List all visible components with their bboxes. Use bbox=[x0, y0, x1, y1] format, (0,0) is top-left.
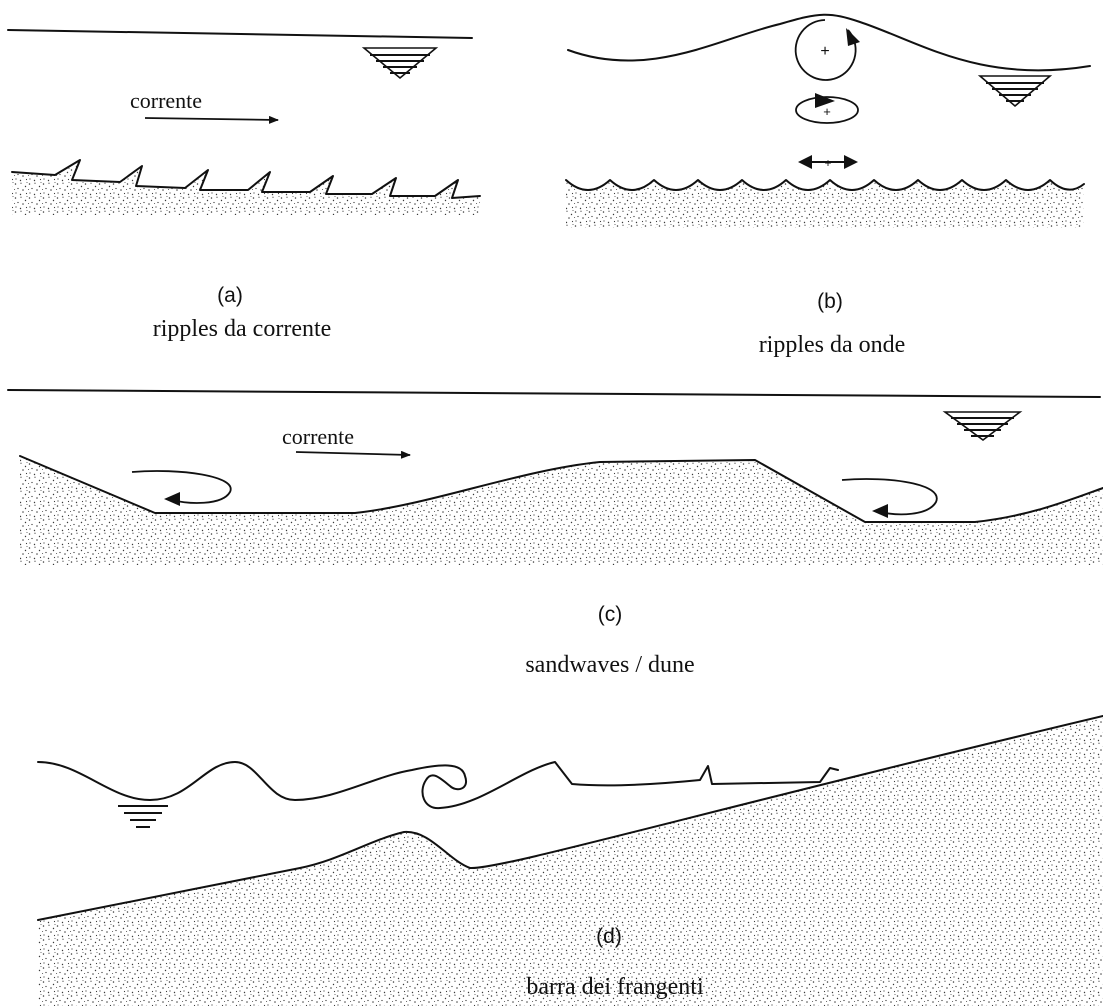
water-level-symbol bbox=[980, 76, 1050, 106]
oscillation-arrow: + bbox=[798, 155, 858, 170]
panel-tag: (b) bbox=[817, 290, 843, 313]
svg-text:+: + bbox=[824, 156, 831, 170]
panel-c: corrente (c) sandwaves / dune bbox=[8, 390, 1103, 678]
panel-b: + + + (b) ripples da onde bbox=[566, 15, 1090, 358]
orbital-motion-small: + bbox=[796, 93, 858, 123]
water-surface bbox=[8, 30, 472, 38]
panel-tag: (a) bbox=[217, 284, 243, 307]
water-level-symbol bbox=[118, 806, 168, 827]
orbital-motion-large: + bbox=[796, 20, 860, 80]
panel-caption: sandwaves / dune bbox=[525, 652, 694, 678]
water-surface bbox=[8, 390, 1100, 397]
water-level-symbol bbox=[945, 412, 1020, 440]
panel-caption: barra dei frangenti bbox=[526, 974, 704, 1000]
panel-caption: ripples da corrente bbox=[153, 316, 332, 342]
eddy-arrow bbox=[132, 471, 231, 506]
svg-text:+: + bbox=[820, 43, 829, 60]
current-arrow bbox=[296, 452, 410, 455]
panel-tag: (d) bbox=[596, 925, 622, 948]
flow-label: corrente bbox=[282, 424, 354, 449]
flow-label: corrente bbox=[130, 88, 202, 113]
panel-tag: (c) bbox=[598, 603, 623, 626]
eddy-arrow bbox=[842, 479, 937, 518]
breaking-waves bbox=[38, 762, 838, 808]
current-ripples-sediment bbox=[12, 160, 480, 215]
breaker-bar-sediment bbox=[38, 716, 1103, 1006]
current-arrow bbox=[145, 118, 278, 120]
panel-caption: ripples da onde bbox=[759, 332, 906, 358]
svg-text:+: + bbox=[823, 104, 831, 119]
water-level-symbol bbox=[364, 48, 436, 78]
panel-d: (d) barra dei frangenti bbox=[38, 716, 1103, 1006]
panel-a: corrente (a) ripples da corrente bbox=[8, 30, 480, 342]
